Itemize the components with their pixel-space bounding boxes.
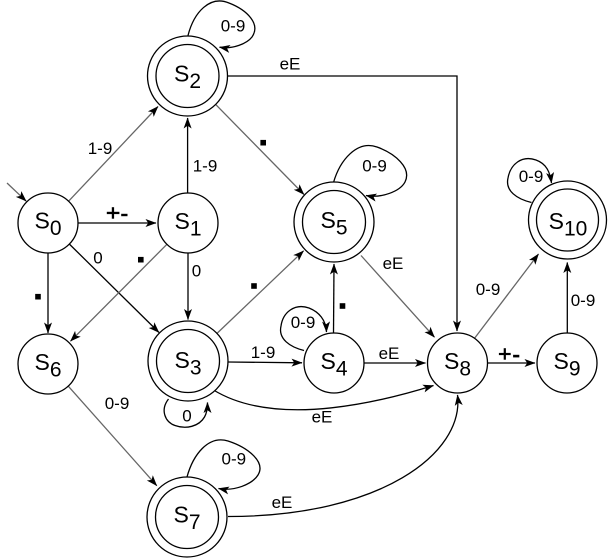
svg-text:eE: eE bbox=[383, 254, 404, 273]
svg-text:eE: eE bbox=[280, 55, 301, 74]
svg-text:eE: eE bbox=[272, 493, 293, 512]
svg-text:0: 0 bbox=[93, 249, 102, 268]
svg-text:0-9: 0-9 bbox=[476, 280, 501, 299]
svg-text:0-9: 0-9 bbox=[291, 313, 316, 332]
svg-text:1-9: 1-9 bbox=[88, 139, 113, 158]
svg-text:1-9: 1-9 bbox=[193, 157, 218, 176]
svg-text:0-9: 0-9 bbox=[571, 291, 596, 310]
svg-text:0-9: 0-9 bbox=[222, 450, 247, 469]
svg-text:0-9: 0-9 bbox=[105, 394, 130, 413]
svg-text:eE: eE bbox=[312, 408, 333, 427]
svg-text:1-9: 1-9 bbox=[251, 343, 276, 362]
svg-text:eE: eE bbox=[379, 344, 400, 363]
svg-text:0: 0 bbox=[182, 407, 191, 426]
svg-text:0-9: 0-9 bbox=[221, 17, 246, 36]
svg-text:0-9: 0-9 bbox=[362, 157, 387, 176]
svg-text:0: 0 bbox=[192, 262, 201, 281]
svg-text:0-9: 0-9 bbox=[519, 167, 544, 186]
